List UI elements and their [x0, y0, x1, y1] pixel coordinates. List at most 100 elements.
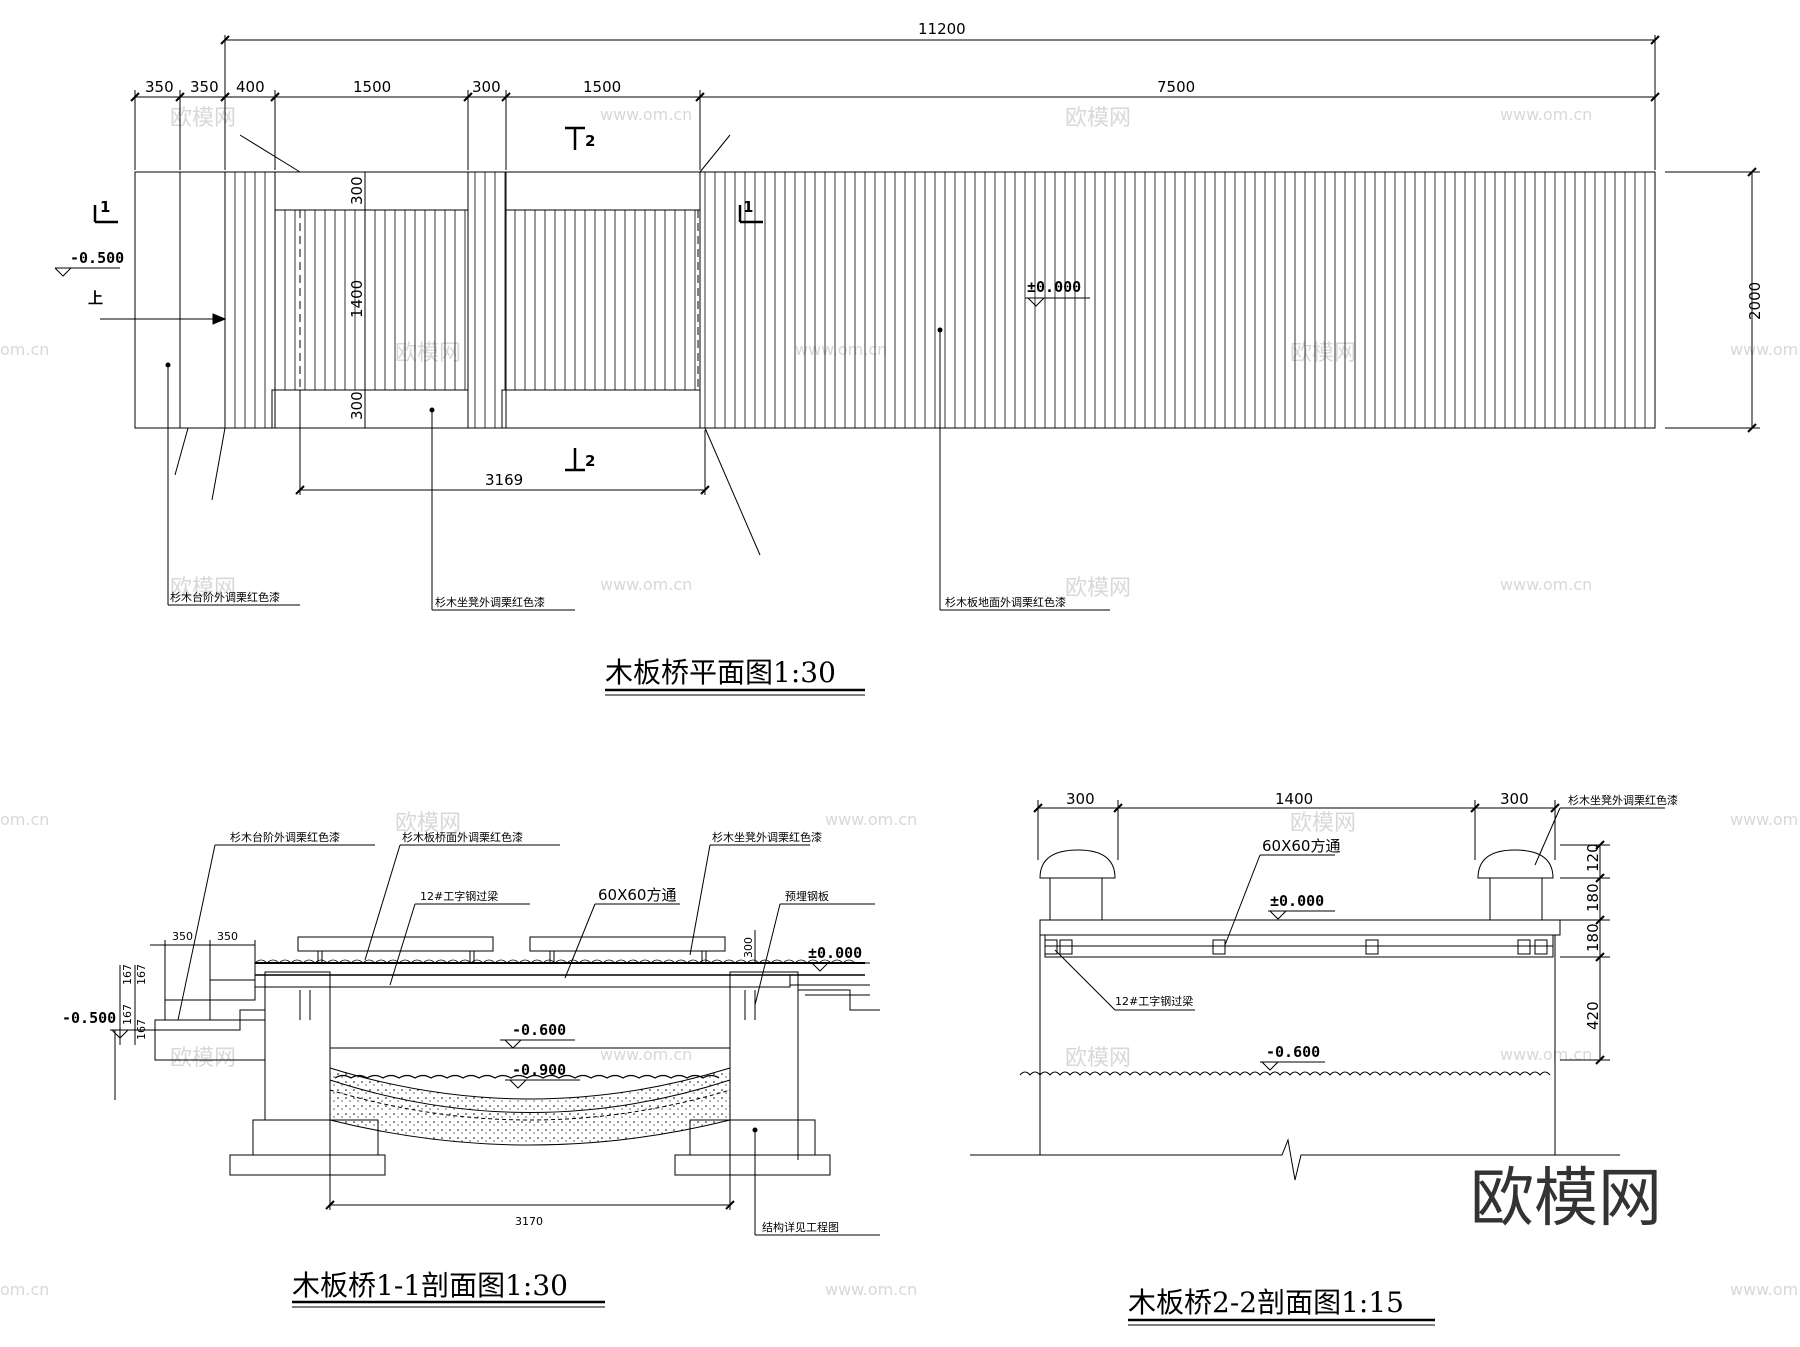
watermark-url: www.om.cn — [1730, 810, 1800, 829]
seat-bottom-left — [271, 389, 469, 429]
watermark-url: om.cn — [0, 1280, 49, 1299]
plan-labels: 350 350 400 1500 300 1500 7500 11200 200… — [70, 20, 1764, 689]
up-label: 上 — [88, 289, 103, 307]
s1-dim-h1: 167 — [121, 964, 134, 985]
s1-dim-h2: 167 — [135, 964, 148, 985]
watermark-url: www.om.cn — [1730, 340, 1800, 359]
dim-400: 400 — [236, 78, 265, 96]
s2-deck — [1039, 919, 1561, 936]
watermark-logo: 欧模网 — [170, 576, 236, 601]
s1-dim-span: 3170 — [515, 1215, 543, 1228]
s2-dim-120: 120 — [1584, 843, 1602, 872]
watermark-url: www.om.cn — [1500, 105, 1592, 124]
s1-callout-deck: 杉木板桥面外调栗红色漆 — [402, 830, 523, 844]
section-2-2 — [970, 800, 1665, 1326]
s1-level-left: -0.500 — [62, 1009, 116, 1027]
dim-350-b: 350 — [190, 78, 219, 96]
seat-left — [297, 936, 494, 952]
watermark-logo: 欧模网 — [1065, 106, 1131, 131]
s1-dim-step1: 350 — [172, 930, 193, 943]
cut-label-1-right: 1 — [743, 198, 753, 216]
plan-title: 木板桥平面图1:30 — [605, 656, 836, 689]
section-1-1 — [110, 844, 880, 1308]
watermark-url: om.cn — [0, 340, 49, 359]
callout-seat: 杉木坐凳外调栗红色漆 — [435, 595, 545, 609]
s2-callout-seat: 杉木坐凳外调栗红色漆 — [1568, 793, 1678, 807]
s1-plate-label: 预埋钢板 — [785, 889, 829, 903]
watermark-url: www.om.cn — [600, 1045, 692, 1064]
s1-level-deck: ±0.000 — [808, 944, 862, 962]
watermark-logo: 欧模网 — [1065, 1046, 1131, 1071]
watermark-url: www.om.cn — [600, 575, 692, 594]
section-1-1-title: 木板桥1-1剖面图1:30 — [292, 1269, 568, 1302]
s2-tube-label: 60X60方通 — [1262, 837, 1340, 855]
s1-callout-seat: 杉木坐凳外调栗红色漆 — [712, 830, 822, 844]
s2-dim-a: 300 — [1066, 790, 1095, 808]
dim-1500-b: 1500 — [583, 78, 621, 96]
dim-seat-bot: 300 — [348, 391, 366, 420]
s1-dim-h3: 167 — [121, 1004, 134, 1025]
watermark-url: om.cn — [0, 810, 49, 829]
s2-dim-420: 420 — [1584, 1001, 1602, 1030]
plan-view — [54, 35, 1760, 696]
watermark-logo: 欧模网 — [395, 811, 461, 836]
dim-seat-top: 300 — [348, 176, 366, 205]
s2-seat-right — [1477, 849, 1554, 879]
s1-dim-h4: 167 — [135, 1019, 148, 1040]
dim-7500: 7500 — [1157, 78, 1195, 96]
s1-tube-label: 60X60方通 — [598, 886, 676, 904]
s2-dim-180-b: 180 — [1584, 923, 1602, 952]
s1-callout-step: 杉木台阶外调栗红色漆 — [230, 830, 340, 844]
dim-3169: 3169 — [485, 471, 523, 489]
s2-dim-b: 1400 — [1275, 790, 1313, 808]
steel-beam — [254, 974, 791, 988]
dim-seat-mid: 1400 — [348, 280, 366, 318]
abutment-right — [729, 971, 799, 1121]
watermark-logo: 欧模网 — [1065, 576, 1131, 601]
s1-struct-note: 结构详见工程图 — [762, 1220, 839, 1234]
s2-beam-label: 12#工字钢过梁 — [1115, 994, 1193, 1008]
section-1-1-labels: 杉木台阶外调栗红色漆 杉木板桥面外调栗红色漆 杉木坐凳外调栗红色漆 12#工字钢… — [62, 830, 862, 1302]
water-line — [1019, 1071, 1551, 1076]
watermark-url: www.om.cn — [825, 810, 917, 829]
callout-step: 杉木台阶外调栗红色漆 — [170, 590, 280, 604]
dim-width: 2000 — [1746, 282, 1764, 320]
watermark-url: www.om.cn — [1730, 1280, 1800, 1299]
s1-beam-label: 12#工字钢过梁 — [420, 889, 498, 903]
s2-dim-c: 300 — [1500, 790, 1529, 808]
s1-level-bed: -0.900 — [512, 1061, 566, 1079]
cut-label-2-bottom: 2 — [585, 452, 595, 470]
watermark-logo: 欧模网 — [170, 1046, 236, 1071]
section-2-2-labels: 300 1400 300 杉木坐凳外调栗红色漆 60X60方通 ±0.000 -… — [1066, 790, 1678, 1319]
watermark-logo: 欧模网 — [1290, 811, 1356, 836]
dim-300: 300 — [472, 78, 501, 96]
dim-350-a: 350 — [145, 78, 174, 96]
s2-dim-180-a: 180 — [1584, 883, 1602, 912]
deck-planks — [700, 172, 1655, 428]
watermark-url: www.om.cn — [1500, 575, 1592, 594]
level-deck: ±0.000 — [1027, 278, 1081, 296]
abutment-left — [264, 971, 331, 1121]
section-2-2-title: 木板桥2-2剖面图1:15 — [1128, 1286, 1404, 1319]
level-left: -0.500 — [70, 249, 124, 267]
dim-1500-a: 1500 — [353, 78, 391, 96]
seat-top-right — [505, 171, 701, 211]
seat-bottom-right — [501, 389, 701, 429]
seat-top-left — [274, 171, 469, 211]
s2-level-water: -0.600 — [1266, 1043, 1320, 1061]
watermark-url: www.om.cn — [825, 1280, 917, 1299]
s1-level-water: -0.600 — [512, 1021, 566, 1039]
dim-total: 11200 — [918, 20, 966, 38]
watermark-url: www.om.cn — [1500, 1045, 1592, 1064]
cut-label-2-top: 2 — [585, 132, 595, 150]
seat-right — [529, 936, 726, 952]
s1-dim-seat: 300 — [742, 937, 755, 958]
cut-label-1-left: 1 — [100, 198, 110, 216]
s1-dim-step2: 350 — [217, 930, 238, 943]
callout-deck: 杉木板地面外调栗红色漆 — [945, 595, 1066, 609]
s2-seat-left — [1039, 849, 1116, 879]
s2-level-deck: ±0.000 — [1270, 892, 1324, 910]
pebble-bed — [329, 1067, 731, 1100]
watermark-url: www.om.cn — [600, 105, 692, 124]
